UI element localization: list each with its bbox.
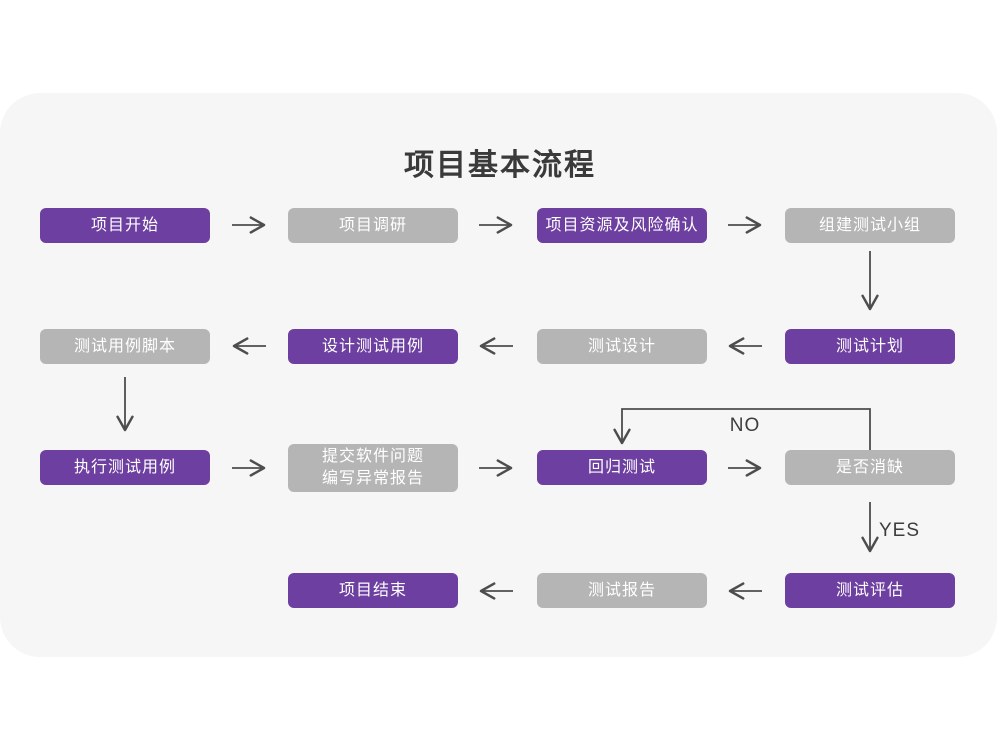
node-project-research: 项目调研: [288, 208, 458, 243]
node-build-test-team: 组建测试小组: [785, 208, 955, 243]
node-test-report: 测试报告: [537, 573, 707, 608]
node-defect-resolved: 是否消缺: [785, 450, 955, 485]
node-regression-test: 回归测试: [537, 450, 707, 485]
node-test-design: 测试设计: [537, 329, 707, 364]
node-submit-issues-report: 提交软件问题 编写异常报告: [288, 444, 458, 492]
edge-label-yes: YES: [879, 520, 921, 541]
node-execute-test-cases: 执行测试用例: [40, 450, 210, 485]
edge-label-no: NO: [729, 415, 761, 436]
page-title: 项目基本流程: [404, 149, 596, 182]
flowchart-card: [0, 93, 997, 657]
node-project-end: 项目结束: [288, 573, 458, 608]
node-design-test-cases: 设计测试用例: [288, 329, 458, 364]
node-test-evaluation: 测试评估: [785, 573, 955, 608]
node-test-case-script: 测试用例脚本: [40, 329, 210, 364]
node-test-plan: 测试计划: [785, 329, 955, 364]
node-resource-risk-confirm: 项目资源及风险确认: [537, 208, 707, 243]
node-project-start: 项目开始: [40, 208, 210, 243]
